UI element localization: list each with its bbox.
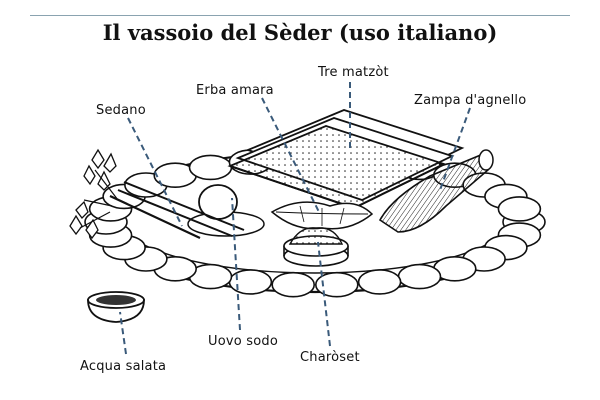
shank-bone-illustration	[378, 149, 494, 233]
top-rule	[30, 15, 570, 16]
plate-scallop	[271, 271, 316, 298]
label-erba-amara: Erba amara	[196, 83, 274, 98]
egg-illustration	[187, 184, 265, 237]
plate-scallop	[497, 196, 542, 222]
label-tre-matzot: Tre matzòt	[317, 65, 389, 80]
leader-sedano	[127, 117, 183, 227]
matzot-illustration	[227, 109, 465, 210]
leader-uovo-sodo	[231, 197, 241, 331]
leader-acqua-salata	[119, 311, 127, 355]
label-acqua-salata: Acqua salata	[80, 359, 166, 374]
salt-water-illustration	[87, 291, 145, 323]
label-zampa-dagnello: Zampa d'agnello	[414, 93, 526, 108]
plate-scallop	[188, 154, 233, 181]
leader-zampa-dagnello	[439, 107, 471, 191]
label-uovo-sodo: Uovo sodo	[208, 334, 278, 349]
plate-scallop	[314, 271, 359, 298]
leader-charoset	[317, 241, 331, 347]
leader-lines	[119, 82, 471, 355]
diagram-title: Il vassoio del Sèder (uso italiano)	[102, 20, 498, 45]
charoset-illustration	[283, 227, 349, 267]
label-charoset: Charòset	[300, 350, 360, 365]
plate-scallop	[397, 263, 442, 290]
leader-erba-amara	[261, 97, 321, 215]
plate-scallop	[357, 269, 402, 295]
plate-scallops	[84, 146, 546, 298]
plate-scallop	[228, 269, 273, 295]
label-sedano: Sedano	[96, 103, 146, 118]
